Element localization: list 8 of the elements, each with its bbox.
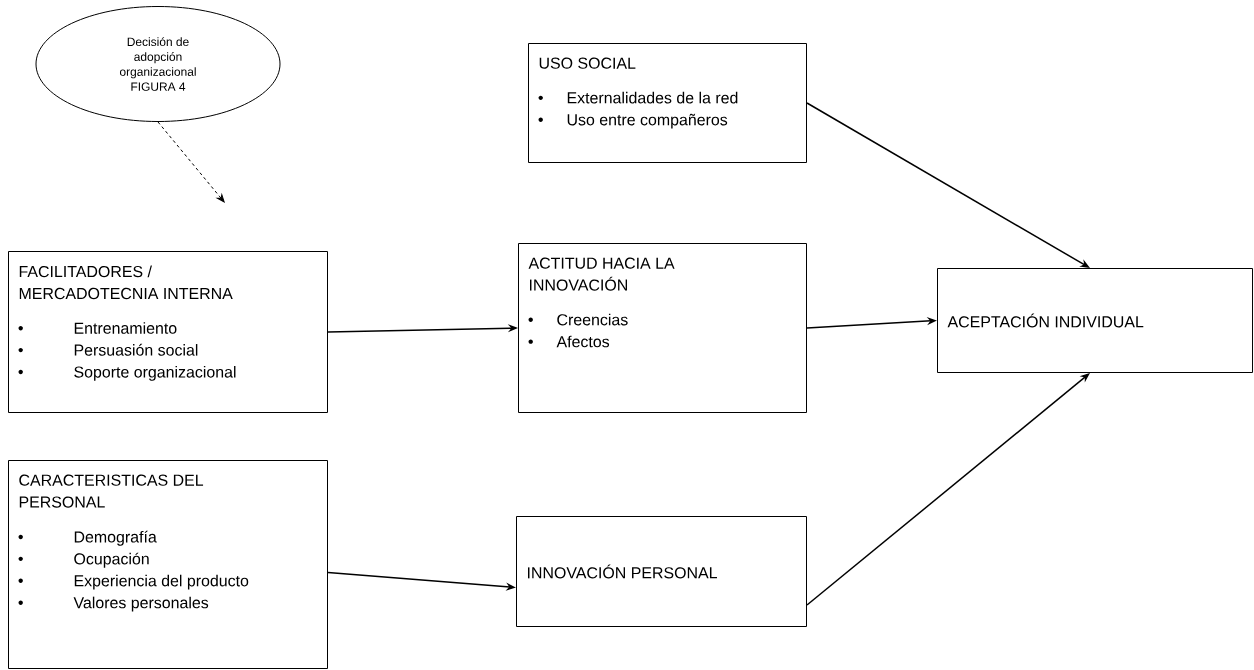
process-box: INNOVACIÓN PERSONAL xyxy=(516,516,807,627)
process-box: FACILITADORES / MERCADOTECNIA INTERNA Entrenamiento Persuasión social Soporte organizacional xyxy=(8,251,328,413)
arrow xyxy=(806,373,1090,606)
process-box: USO SOCIAL Externalidades de la red Uso entre compañeros xyxy=(528,43,807,163)
arrow xyxy=(157,121,225,203)
process-box: ACEPTACIÓN INDIVIDUAL xyxy=(937,268,1253,373)
process-box: ACTITUD HACIA LA INNOVACIÓN Creencias Afectos xyxy=(518,243,807,413)
process-box: CARACTERISTICAS DEL PERSONAL Demografía Ocupación Experiencia del producto Valores personales xyxy=(8,460,328,669)
